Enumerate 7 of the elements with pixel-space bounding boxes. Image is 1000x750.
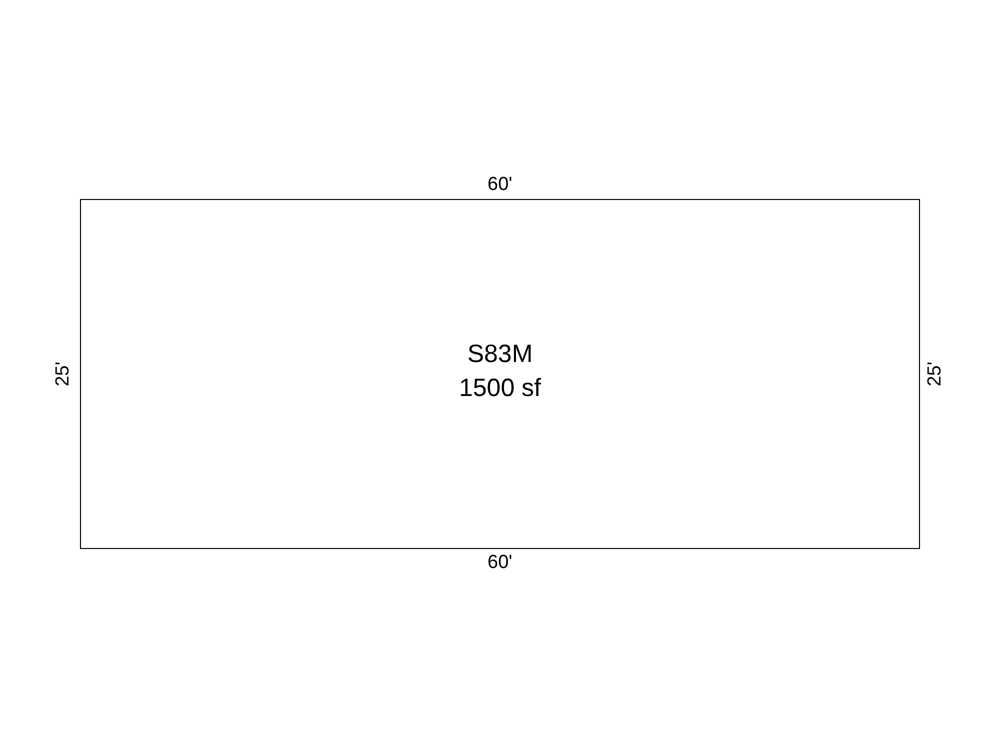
dimension-label: 60' — [488, 552, 512, 574]
area-label: 1500 sf — [458, 373, 541, 404]
floor-plan-outline — [80, 199, 920, 549]
dimension-label: 60' — [488, 174, 512, 196]
dimension-label: 25' — [924, 362, 946, 386]
unit-id-label: S83M — [467, 339, 533, 370]
dimension-label: 25' — [52, 362, 74, 386]
